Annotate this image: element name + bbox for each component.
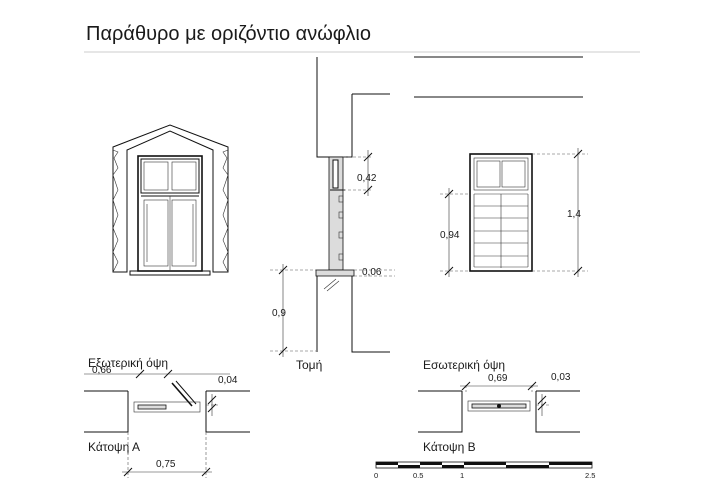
scale-tick-label: 1 (460, 471, 464, 480)
dim-tick (163, 369, 173, 379)
hardware (338, 253, 344, 261)
sill-section (315, 269, 355, 277)
dim-plan-a-opening: 0,75 (156, 459, 176, 470)
transom-pane (501, 160, 526, 188)
plan-jamb-right (535, 391, 580, 433)
dim-tick (363, 152, 373, 162)
sash-open-left (137, 404, 167, 410)
plan-jamb-right (205, 391, 250, 433)
hardware (338, 195, 344, 203)
dim-total-height: 1,4 (567, 209, 581, 220)
hardware (338, 231, 344, 239)
surround-left-rustication (112, 149, 119, 273)
handle-marker (497, 404, 501, 408)
sash-open-right (175, 380, 197, 405)
scale-segment (442, 465, 464, 468)
dim-tick (461, 381, 471, 391)
dim-sill-thickness: 0,06 (362, 267, 382, 278)
dim-tick (527, 381, 537, 391)
dim-tick (444, 266, 454, 276)
dim-tick (207, 395, 217, 405)
plan-jamb-left (84, 391, 129, 433)
dim-tick (444, 189, 454, 199)
window-frame-plan (133, 401, 201, 413)
dim-tick (278, 265, 288, 275)
dim-plan-b-opening: 0,69 (488, 373, 508, 384)
dim-transom-height: 0,42 (357, 173, 377, 184)
sash-open-right (171, 382, 193, 407)
scale-bar: 0 0.5 1 2.5 (374, 461, 595, 480)
dim-overlap-label: 0,66 (92, 365, 112, 376)
scale-segment (506, 465, 549, 468)
break-mark (323, 278, 337, 290)
caption-plan-a: Κάτοψη Α (88, 440, 140, 454)
dim-plan-a-offset: 0,04 (218, 375, 238, 386)
scale-segment (376, 462, 398, 465)
dim-sill-height: 0,9 (272, 308, 286, 319)
caption-section: Τομή (296, 358, 322, 372)
caption-plan-b: Κάτοψη Β (423, 440, 476, 454)
window-surround (112, 124, 229, 273)
scale-segment (549, 462, 592, 465)
plan-jamb-left (418, 391, 463, 433)
scale-segment (464, 462, 506, 465)
break-mark (326, 280, 340, 292)
section-drawing: 0,42 0,06 0,9 Τομή (270, 57, 395, 372)
scale-segment (420, 462, 442, 465)
wall-upper-inner (342, 94, 353, 158)
caption-interior-view: Εσωτερική όψη (423, 358, 505, 372)
dim-tick (363, 185, 373, 195)
transom-pane (476, 160, 501, 188)
dim-tick (201, 467, 211, 477)
transom-frame (140, 158, 200, 194)
scale-tick-label: 0 (374, 471, 378, 480)
dim-tick (573, 149, 583, 159)
page-title: Παράθυρο με οριζόντιο ανώφλιο (86, 23, 371, 45)
dim-tick (573, 266, 583, 276)
wall-lower-inner (351, 276, 390, 353)
scale-segment (398, 465, 420, 468)
exterior-elevation (112, 124, 229, 276)
dim-tick (123, 467, 133, 477)
hardware (338, 211, 344, 219)
caption-exterior-view: Εξωτερική όψη (88, 356, 168, 370)
dim-lower-height: 0,94 (440, 230, 460, 241)
dim-tick (135, 369, 145, 379)
transom-pane-right (171, 161, 197, 191)
window-frame-interior (469, 153, 533, 272)
surround-right-rustication (222, 149, 229, 273)
sill (129, 270, 211, 276)
plan-b: Εσωτερική όψη 0,69 0,03 Κάτοψη Β (418, 358, 580, 454)
transom-pane-left (143, 161, 169, 191)
transom-interior (473, 157, 529, 191)
interior-elevation: 1,4 0,94 (414, 56, 588, 277)
window-frame-plan (467, 400, 531, 412)
dim-tick (207, 403, 217, 413)
dim-tick (537, 395, 547, 405)
transom-section (332, 159, 339, 189)
dim-plan-b-offset: 0,03 (551, 372, 571, 383)
dim-tick (278, 346, 288, 356)
sash-right (171, 199, 197, 267)
scale-tick-label: 2.5 (585, 471, 595, 480)
sash-left (143, 199, 169, 267)
scale-tick-label: 0.5 (413, 471, 423, 480)
dim-tick (537, 401, 547, 411)
plan-a: Εξωτερική όψη 0,66 0,04 Κάτοψη Α 0,75 (84, 356, 250, 478)
wall-upper-outer (316, 57, 342, 158)
